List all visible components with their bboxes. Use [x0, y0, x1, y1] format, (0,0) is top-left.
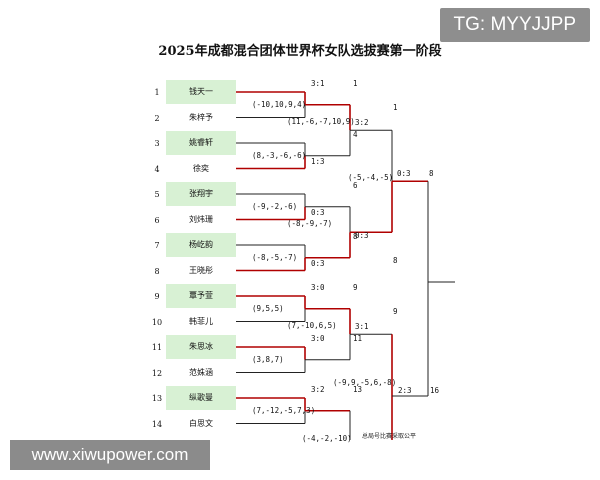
round2-games: (-8,-9,-7): [287, 219, 333, 229]
round2-games: (-4,-2,-10): [302, 433, 352, 443]
player-seed: 14: [151, 419, 163, 429]
round1-result: 3:2: [311, 385, 325, 394]
round3-result: 2:3: [398, 386, 412, 395]
round1-winner: 13: [353, 385, 363, 394]
round3-winner: 16: [430, 386, 440, 395]
round1-games: (-8,-5,-7): [252, 252, 298, 262]
player-name: 姚睿轩: [166, 131, 236, 155]
player-name: 范姝涵: [189, 367, 213, 377]
player-name: 朱梓予: [189, 112, 213, 122]
player-seed: 4: [154, 164, 160, 174]
round1-winner: 8: [353, 232, 358, 241]
round1-result: 0:3: [311, 258, 325, 268]
player-seed: 8: [154, 266, 160, 276]
round1-games: (3,8,7): [252, 354, 284, 364]
page-title: 2025年成都混合团体世界杯女队选拔赛第一阶段: [158, 44, 442, 59]
round2-result: 0:3: [355, 231, 369, 241]
round2-winner: 9: [393, 306, 398, 316]
round1-result: 3:0: [311, 283, 325, 292]
round1-games: (9,5,5): [252, 303, 284, 313]
player-seed: 9: [154, 292, 160, 301]
round1-result: 0:3: [311, 207, 325, 217]
bottom-note: 总局号比赛采取公平: [362, 433, 417, 440]
player-name: 覃予萱: [166, 284, 236, 308]
round2-winner: 8: [393, 255, 398, 265]
round2-games: (11,-6,-7,10,9): [287, 117, 355, 127]
round3-games: (-5,-4,-5): [348, 173, 394, 183]
player-seed: 11: [151, 343, 163, 352]
tg-badge: TG: MYYJJPP: [439, 8, 590, 42]
player-name: 韩菲儿: [189, 316, 213, 326]
round1-games: (-9,-2,-6): [252, 201, 298, 211]
round2-games: (7,-10,6,5): [287, 321, 337, 331]
player-name: 朱思冰: [166, 335, 236, 359]
player-name: 王晓彤: [189, 265, 213, 275]
player-seed: 5: [154, 190, 160, 199]
player-name: 刘炜珊: [189, 214, 213, 224]
round1-games: (-10,10,9,4): [252, 99, 307, 109]
round1-winner: 1: [353, 79, 358, 88]
player-seed: 12: [151, 368, 163, 378]
round2-result: 3:2: [355, 118, 369, 128]
player-name: 纵歌曼: [166, 386, 236, 410]
player-seed: 2: [154, 113, 160, 123]
site-watermark: www.xiwupower.com: [10, 440, 210, 470]
round1-winner: 9: [353, 283, 358, 292]
player-seed: 1: [154, 88, 160, 97]
player-seed: 6: [154, 215, 160, 225]
round3-winner: 8: [429, 169, 434, 179]
round1-winner: 11: [353, 334, 363, 343]
round1-winner: 6: [353, 181, 358, 190]
player-name: 张翔宇: [166, 182, 236, 206]
round1-winner: 4: [353, 130, 358, 139]
round1-result: 3:0: [311, 334, 325, 343]
player-name: 杨屹韵: [166, 233, 236, 257]
player-seed: 3: [154, 139, 160, 148]
player-name: 白思文: [189, 418, 213, 428]
round3-result: 0:3: [397, 169, 411, 179]
round1-result: 1:3: [311, 156, 325, 166]
round1-result: 3:1: [311, 79, 325, 88]
player-seed: 13: [151, 394, 163, 403]
round2-winner: 1: [393, 102, 398, 112]
player-name: 钱天一: [166, 80, 236, 104]
round1-games: (8,-3,-6,-6): [252, 150, 307, 160]
round1-games: (7,-12,-5,7,3): [252, 405, 316, 415]
player-seed: 7: [154, 241, 160, 250]
round2-result: 3:1: [355, 322, 369, 332]
round3-games: (-9,9,-5,6,-8): [333, 378, 397, 387]
player-seed: 10: [151, 317, 163, 327]
player-name: 徐奕: [193, 163, 209, 173]
